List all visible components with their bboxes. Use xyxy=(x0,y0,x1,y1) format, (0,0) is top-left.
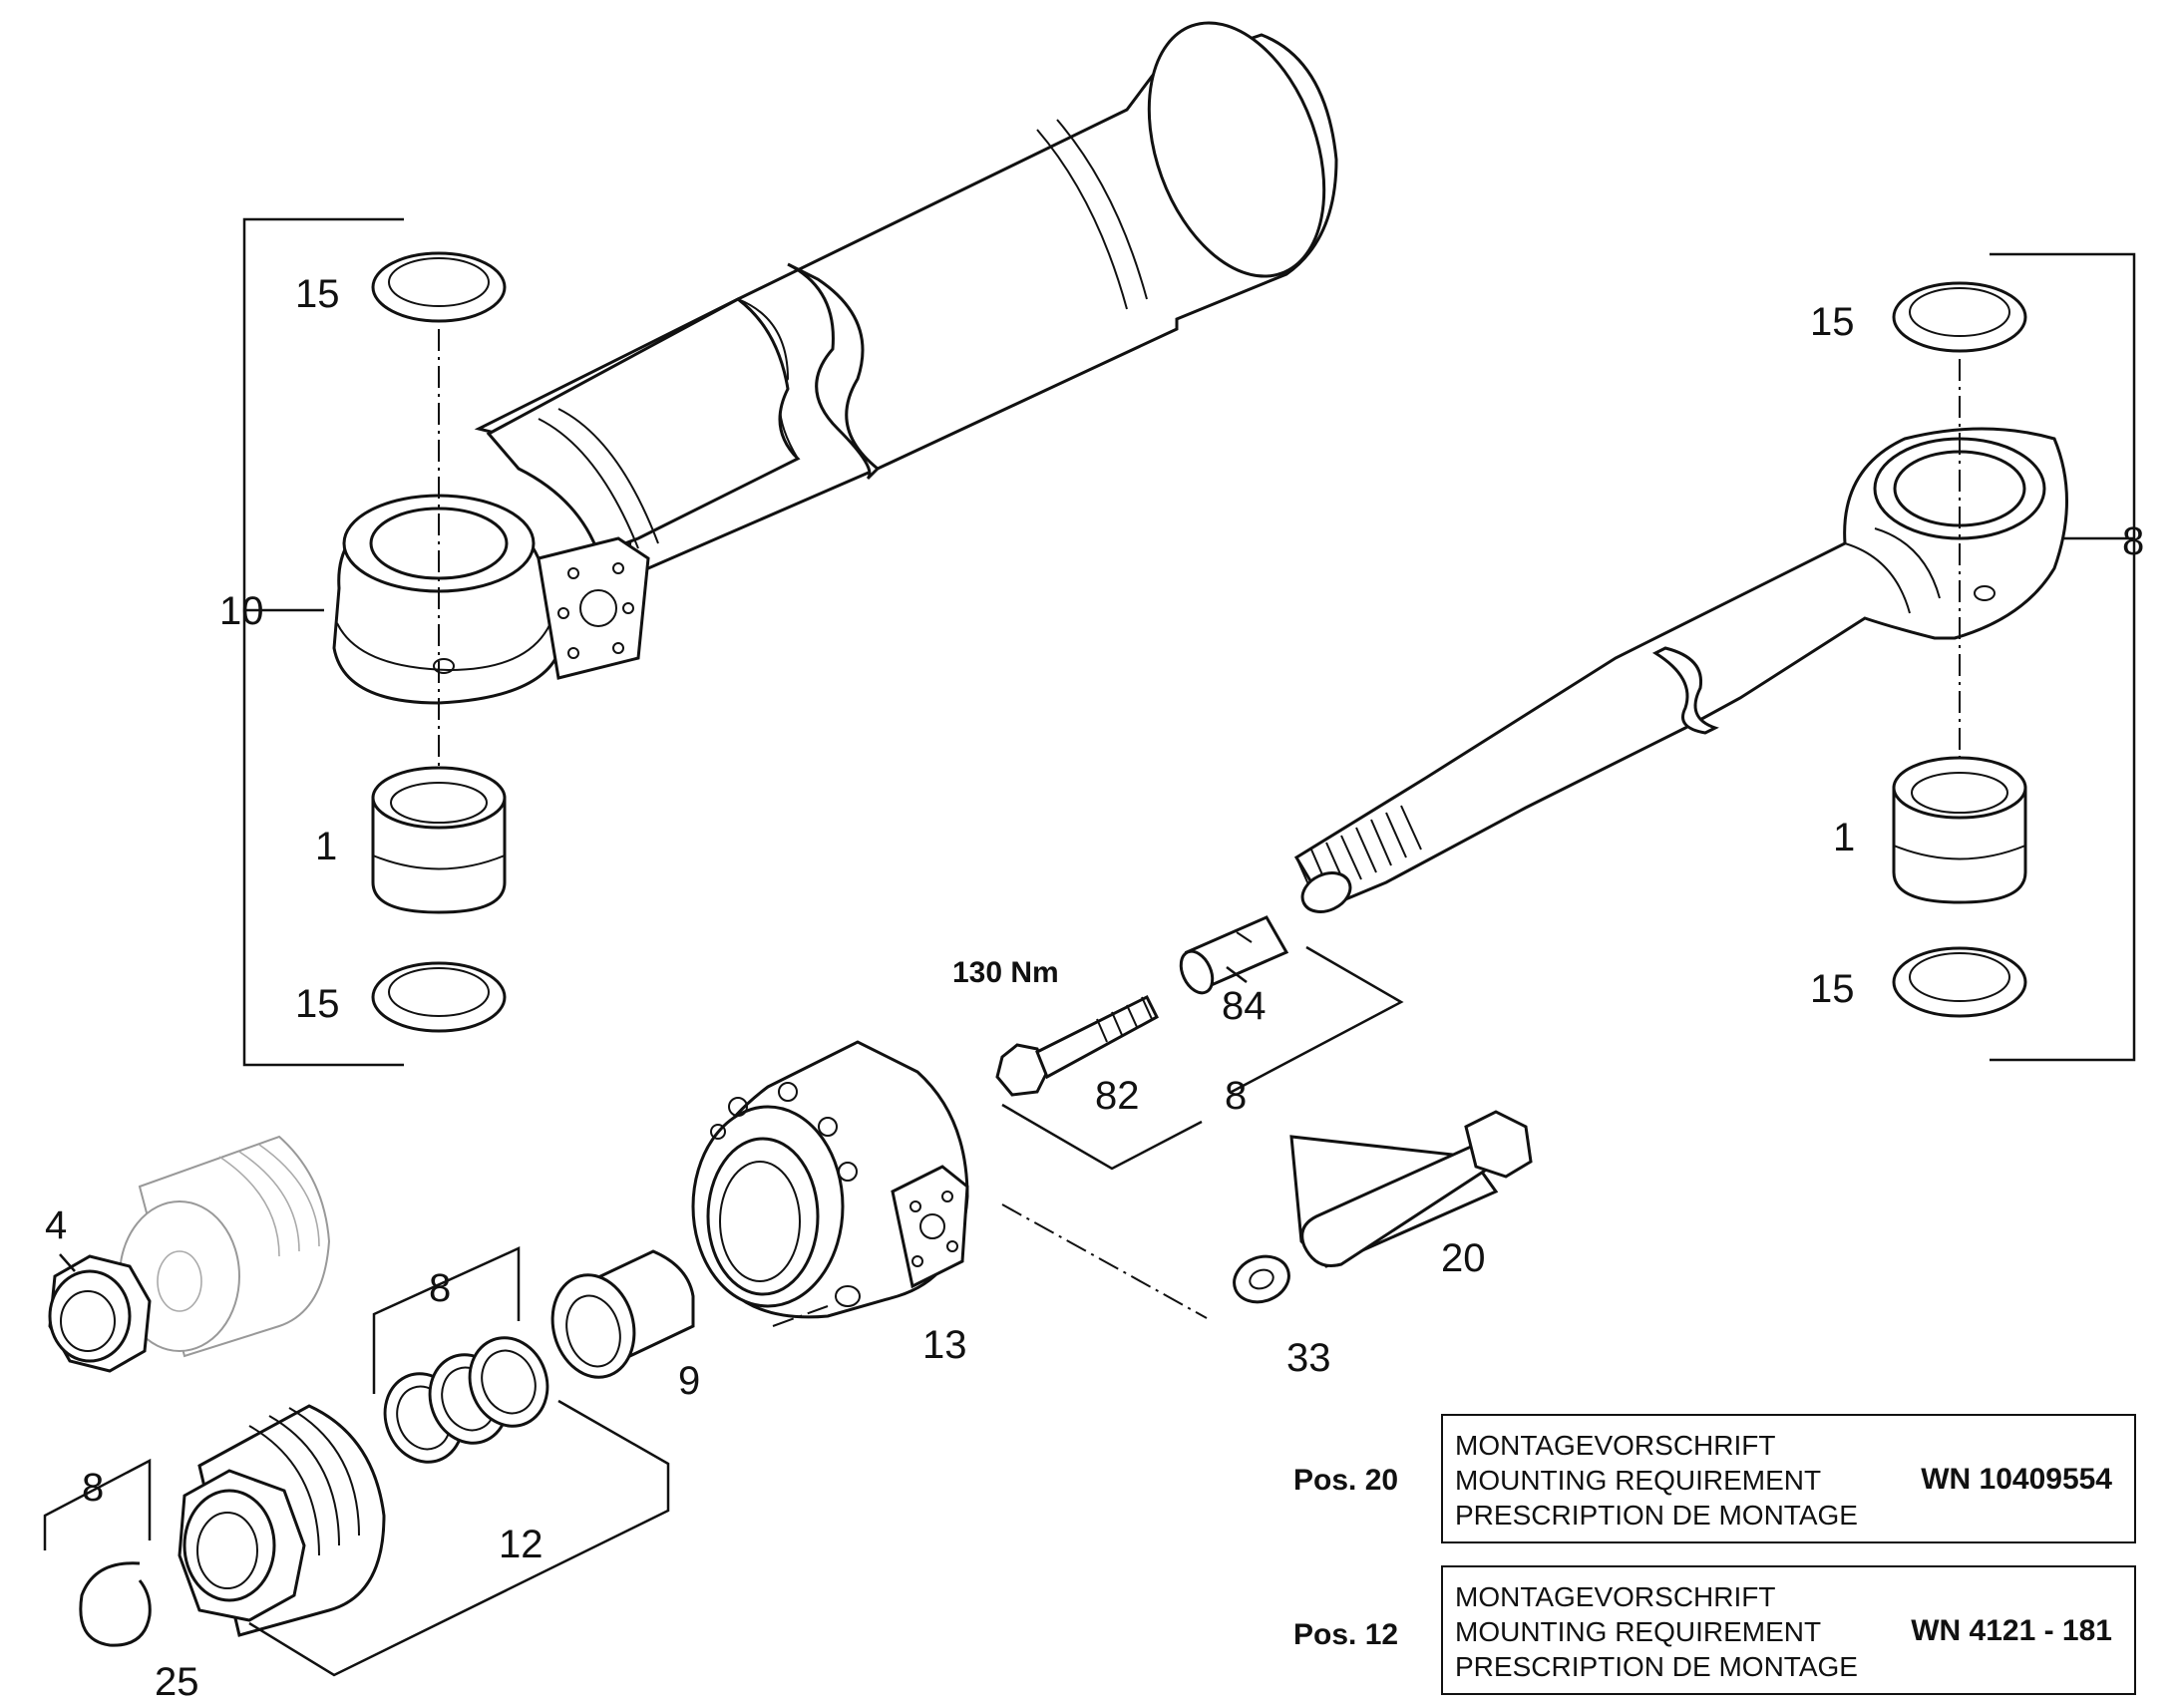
note-line-de: MONTAGEVORSCHRIFT xyxy=(1455,1581,1776,1612)
seal-ring-15-bottom-right xyxy=(1892,946,2027,1018)
bolt-20 xyxy=(1289,1110,1533,1268)
label-8-valve: 8 xyxy=(1225,1074,1247,1118)
label-20: 20 xyxy=(1441,1236,1486,1280)
label-4: 4 xyxy=(45,1203,67,1247)
label-8-seals: 8 xyxy=(429,1266,451,1310)
note-line-fr: PRESCRIPTION DE MONTAGE xyxy=(1455,1500,1858,1531)
seal-ring-15-bottom-left xyxy=(371,961,507,1033)
note-box-pos-12: MONTAGEVORSCHRIFT MOUNTING REQUIREMENT P… xyxy=(1441,1565,2136,1695)
label-15-top-left: 15 xyxy=(295,272,340,316)
axis-head-left xyxy=(772,1305,829,1327)
leader-84 xyxy=(1226,966,1248,983)
valve-82 xyxy=(995,994,1159,1097)
label-25: 25 xyxy=(155,1660,199,1704)
bracket-right xyxy=(1990,252,2136,1062)
note-wn-pos-12: WN 4121 - 181 xyxy=(1911,1614,2112,1647)
note-line-en: MOUNTING REQUIREMENT xyxy=(1455,1465,1822,1496)
washer-33 xyxy=(1233,1254,1290,1304)
note-box-pos-20: MONTAGEVORSCHRIFT MOUNTING REQUIREMENT P… xyxy=(1441,1414,2136,1543)
label-1-right: 1 xyxy=(1833,816,1855,859)
cylinder-body xyxy=(332,21,1338,705)
note-lines-pos-20: MONTAGEVORSCHRIFT MOUNTING REQUIREMENT P… xyxy=(1455,1428,1858,1533)
label-8-right: 8 xyxy=(2122,519,2144,563)
leader-4 xyxy=(59,1253,76,1272)
axis-head xyxy=(1001,1203,1208,1319)
guide-bushing-9 xyxy=(550,1249,695,1379)
nut-4 xyxy=(48,1254,152,1373)
note-wn-pos-20: WN 10409554 xyxy=(1921,1463,2112,1496)
label-1-left: 1 xyxy=(315,825,337,868)
note-line-en: MOUNTING REQUIREMENT xyxy=(1455,1616,1822,1647)
note-pos-12: Pos. 12 xyxy=(1293,1618,1399,1651)
seal-ring-15-top-right xyxy=(1892,281,2027,353)
cylinder-head-13 xyxy=(691,1040,969,1319)
sleeve-84 xyxy=(1179,915,1289,995)
label-10: 10 xyxy=(219,589,264,633)
note-line-de: MONTAGEVORSCHRIFT xyxy=(1455,1430,1776,1461)
retaining-ring-25 xyxy=(79,1561,152,1647)
label-82: 82 xyxy=(1095,1074,1140,1118)
note-lines-pos-12: MONTAGEVORSCHRIFT MOUNTING REQUIREMENT P… xyxy=(1455,1579,1858,1684)
bushing-1-left xyxy=(371,766,507,914)
bracket-8-ring xyxy=(43,1458,152,1550)
label-13: 13 xyxy=(922,1323,967,1367)
label-12: 12 xyxy=(499,1523,544,1566)
note-pos-20: Pos. 20 xyxy=(1293,1464,1399,1497)
label-15-bottom-right: 15 xyxy=(1810,967,1855,1011)
label-33: 33 xyxy=(1286,1336,1331,1380)
note-line-fr: PRESCRIPTION DE MONTAGE xyxy=(1455,1651,1858,1682)
bushing-1-right xyxy=(1892,756,2027,904)
torque-label: 130 Nm xyxy=(952,956,1059,989)
piston-rings xyxy=(383,1336,549,1464)
label-15-bottom-left: 15 xyxy=(295,982,340,1026)
piston-ghost xyxy=(119,1135,331,1358)
label-9: 9 xyxy=(678,1359,700,1403)
bracket-valve xyxy=(1231,945,1404,1094)
bracket-12 xyxy=(248,1399,670,1677)
piston-nut-assembly xyxy=(178,1404,386,1637)
bracket-8-seals xyxy=(372,1246,521,1394)
label-8-ring: 8 xyxy=(82,1466,104,1510)
bracket-left xyxy=(242,217,404,1067)
seal-ring-15-top-left xyxy=(371,251,507,323)
label-15-top-right: 15 xyxy=(1810,300,1855,344)
bracket-valve-bottom xyxy=(1001,1103,1203,1171)
label-84: 84 xyxy=(1222,984,1267,1028)
